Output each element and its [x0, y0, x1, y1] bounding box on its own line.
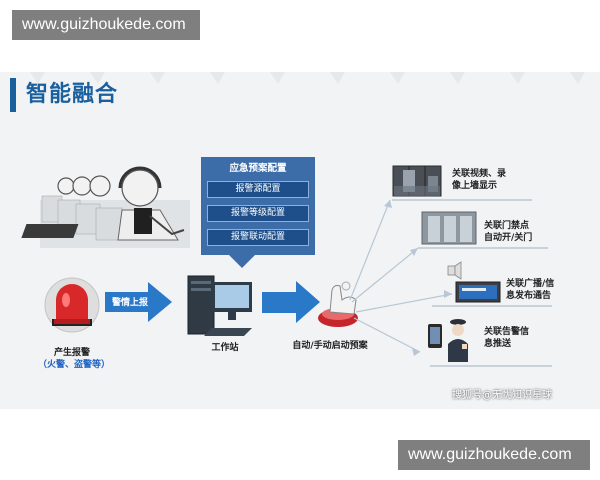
action-access-door: 关联门禁点 自动开/关门	[484, 220, 532, 244]
video-wall-icon	[392, 165, 442, 197]
action-separators	[392, 199, 552, 367]
action-access-door-line2: 自动开/关门	[484, 233, 533, 243]
dispatch-arrow	[262, 281, 320, 323]
title-accent-bar	[10, 78, 16, 112]
info-display-icon	[455, 281, 501, 303]
config-item-alarm-linkage[interactable]: 报警联动配置	[207, 229, 309, 246]
fan-out-lines	[349, 199, 453, 353]
alarm-label: 产生报警	[53, 348, 90, 358]
fan-out-arrowheads	[384, 200, 452, 356]
config-panel-title: 应急预案配置	[229, 163, 287, 174]
page-title: 智能融合	[26, 82, 119, 107]
action-access-door-line1: 关联门禁点	[484, 221, 530, 231]
action-video-wall-line2: 像上墙显示	[452, 181, 498, 191]
action-broadcast: 关联广播/信 息发布通告	[506, 278, 554, 302]
access-door-icon	[421, 211, 477, 245]
workstation-label: 工作站	[211, 343, 239, 353]
broadcast-speaker-icon	[447, 261, 462, 280]
action-video-wall-line1: 关联视频、录	[452, 169, 507, 179]
source-credit: 搜狐号@无忧知识星球	[452, 390, 552, 401]
action-broadcast-line2: 息发布通告	[506, 291, 552, 301]
action-video-wall: 关联视频、录 像上墙显示	[452, 168, 506, 192]
report-arrow-label: 警情上报	[111, 298, 148, 308]
config-panel-pointer	[228, 254, 256, 268]
trigger-label: 自动/手动启动预案	[292, 341, 368, 351]
watermark-bottom: www.guizhoukede.com	[398, 440, 590, 470]
arrow-pattern-decor	[30, 72, 585, 84]
operators-icon	[21, 166, 190, 248]
mobile-phone-icon	[428, 324, 442, 348]
trigger-button-icon	[318, 281, 358, 327]
workstation-icon	[187, 275, 252, 336]
security-officer-icon	[448, 319, 468, 362]
action-alert-push-line1: 关联告警信	[484, 327, 530, 337]
config-item-alarm-source[interactable]: 报警源配置	[207, 181, 309, 198]
action-alert-push-line2: 息推送	[484, 339, 512, 349]
action-broadcast-line1: 关联广播/信	[506, 279, 555, 289]
alarm-sub-label: （火警、盗警等）	[37, 360, 110, 370]
watermark-top: www.guizhoukede.com	[12, 10, 200, 40]
action-alert-push: 关联告警信 息推送	[484, 326, 529, 350]
report-arrow	[105, 282, 172, 322]
emergency-plan-config-panel: 应急预案配置 报警源配置 报警等级配置 报警联动配置	[201, 157, 315, 255]
config-item-alarm-level[interactable]: 报警等级配置	[207, 205, 309, 222]
alarm-siren-icon	[44, 277, 100, 333]
